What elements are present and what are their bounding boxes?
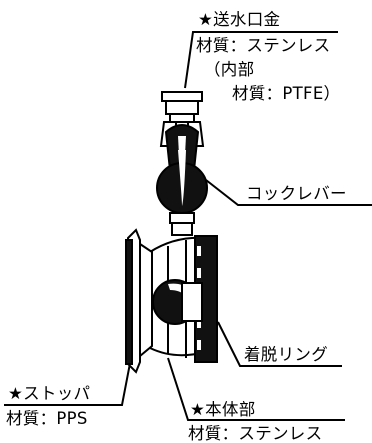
main-body: [149, 235, 218, 363]
stopper: [125, 228, 153, 374]
water-outlet-inner-material: 材質：PTFE）: [232, 84, 341, 103]
water-outlet-material: 材質：ステンレス: [196, 36, 331, 55]
leader-body: [167, 357, 345, 421]
water-outlet-inner-open: （内部: [204, 60, 255, 79]
body-title: ★本体部: [190, 400, 256, 419]
water-outlet-title: ★送水口金: [198, 10, 281, 29]
leader-release-ring: [217, 321, 342, 367]
cock-lever-label: コックレバー: [246, 184, 347, 203]
stopper-title: ★ストッパ: [8, 384, 91, 403]
body-material: 材質：ステンレス: [188, 424, 323, 443]
leader-water-outlet: [184, 31, 338, 89]
leader-cock-lever: [205, 179, 372, 206]
stopper-material: 材質：PPS: [6, 409, 88, 428]
release-ring-label: 着脱リング: [244, 345, 328, 364]
cock-lever: [156, 124, 208, 236]
